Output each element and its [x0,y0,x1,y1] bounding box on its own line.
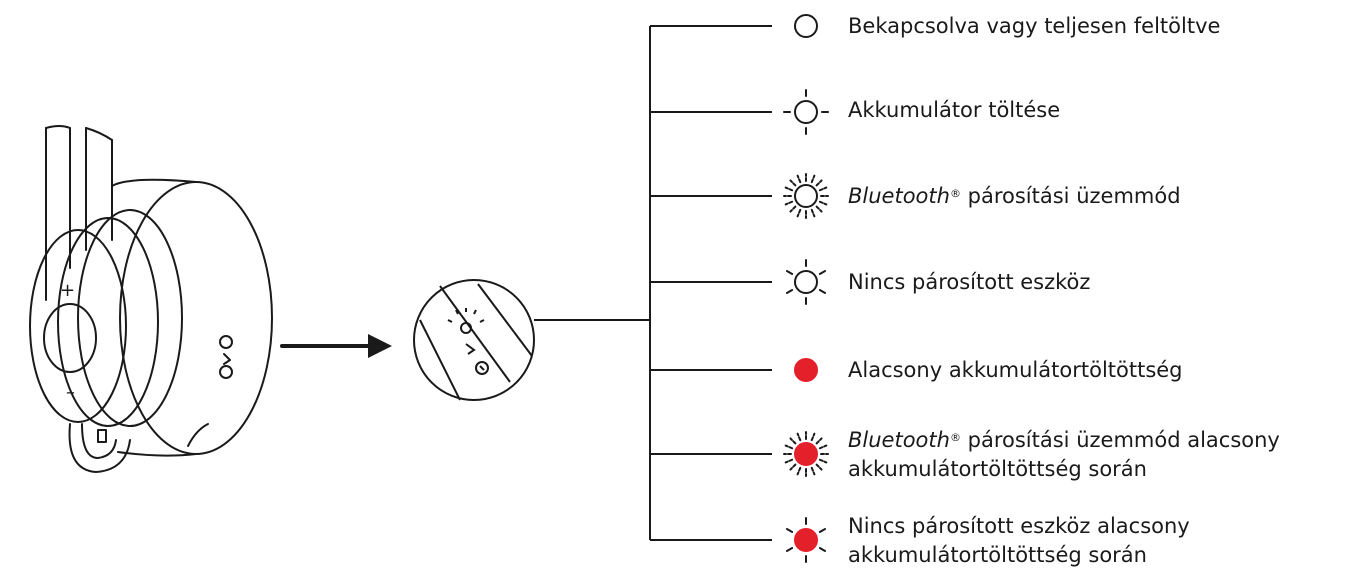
led-red-solid-icon [794,358,818,382]
legend-item-text: párosítási üzemmód alacsony [967,428,1280,452]
legend-item-label: Alacsony akkumulátortöltöttség [848,358,1183,382]
volume-minus-label: – [66,382,75,403]
led-fast-blink-icon [783,173,829,219]
legend-item-text-line2: akkumulátortöltöttség során [848,457,1147,481]
registered-mark: ® [949,187,961,200]
led-slow-blink-icon [785,259,827,305]
led-red-slow-blink-icon [785,517,827,563]
led-red-fast-blink-icon [783,431,829,477]
zoom-detail [413,279,535,401]
legend-item-text: párosítási üzemmód [967,184,1181,208]
legend-item-label: Bluetooth® párosítási üzemmód alacsony a… [848,426,1280,484]
legend-item-label: Bluetooth® párosítási üzemmód [848,182,1181,211]
led-pulsing-icon [783,89,829,135]
legend-item-text: Nincs párosított eszköz alacsony [848,514,1190,538]
legend-item-text-line2: akkumulátortöltöttség során [848,543,1147,567]
legend-item-label: Nincs párosított eszköz alacsony akkumul… [848,512,1190,570]
volume-plus-label: + [60,280,75,301]
registered-mark: ® [949,431,961,444]
arrow-head [368,334,392,358]
headset-illustration [29,125,273,473]
led-off-circle-icon [794,14,818,38]
bluetooth-brand: Bluetooth [848,428,950,452]
legend-item-label: Akkumulátor töltése [848,98,1061,122]
legend-item-label: Bekapcsolva vagy teljesen feltöltve [848,14,1221,38]
legend-item-label: Nincs párosított eszköz [848,270,1091,294]
connector-tree [534,25,772,541]
bluetooth-brand: Bluetooth [848,184,950,208]
